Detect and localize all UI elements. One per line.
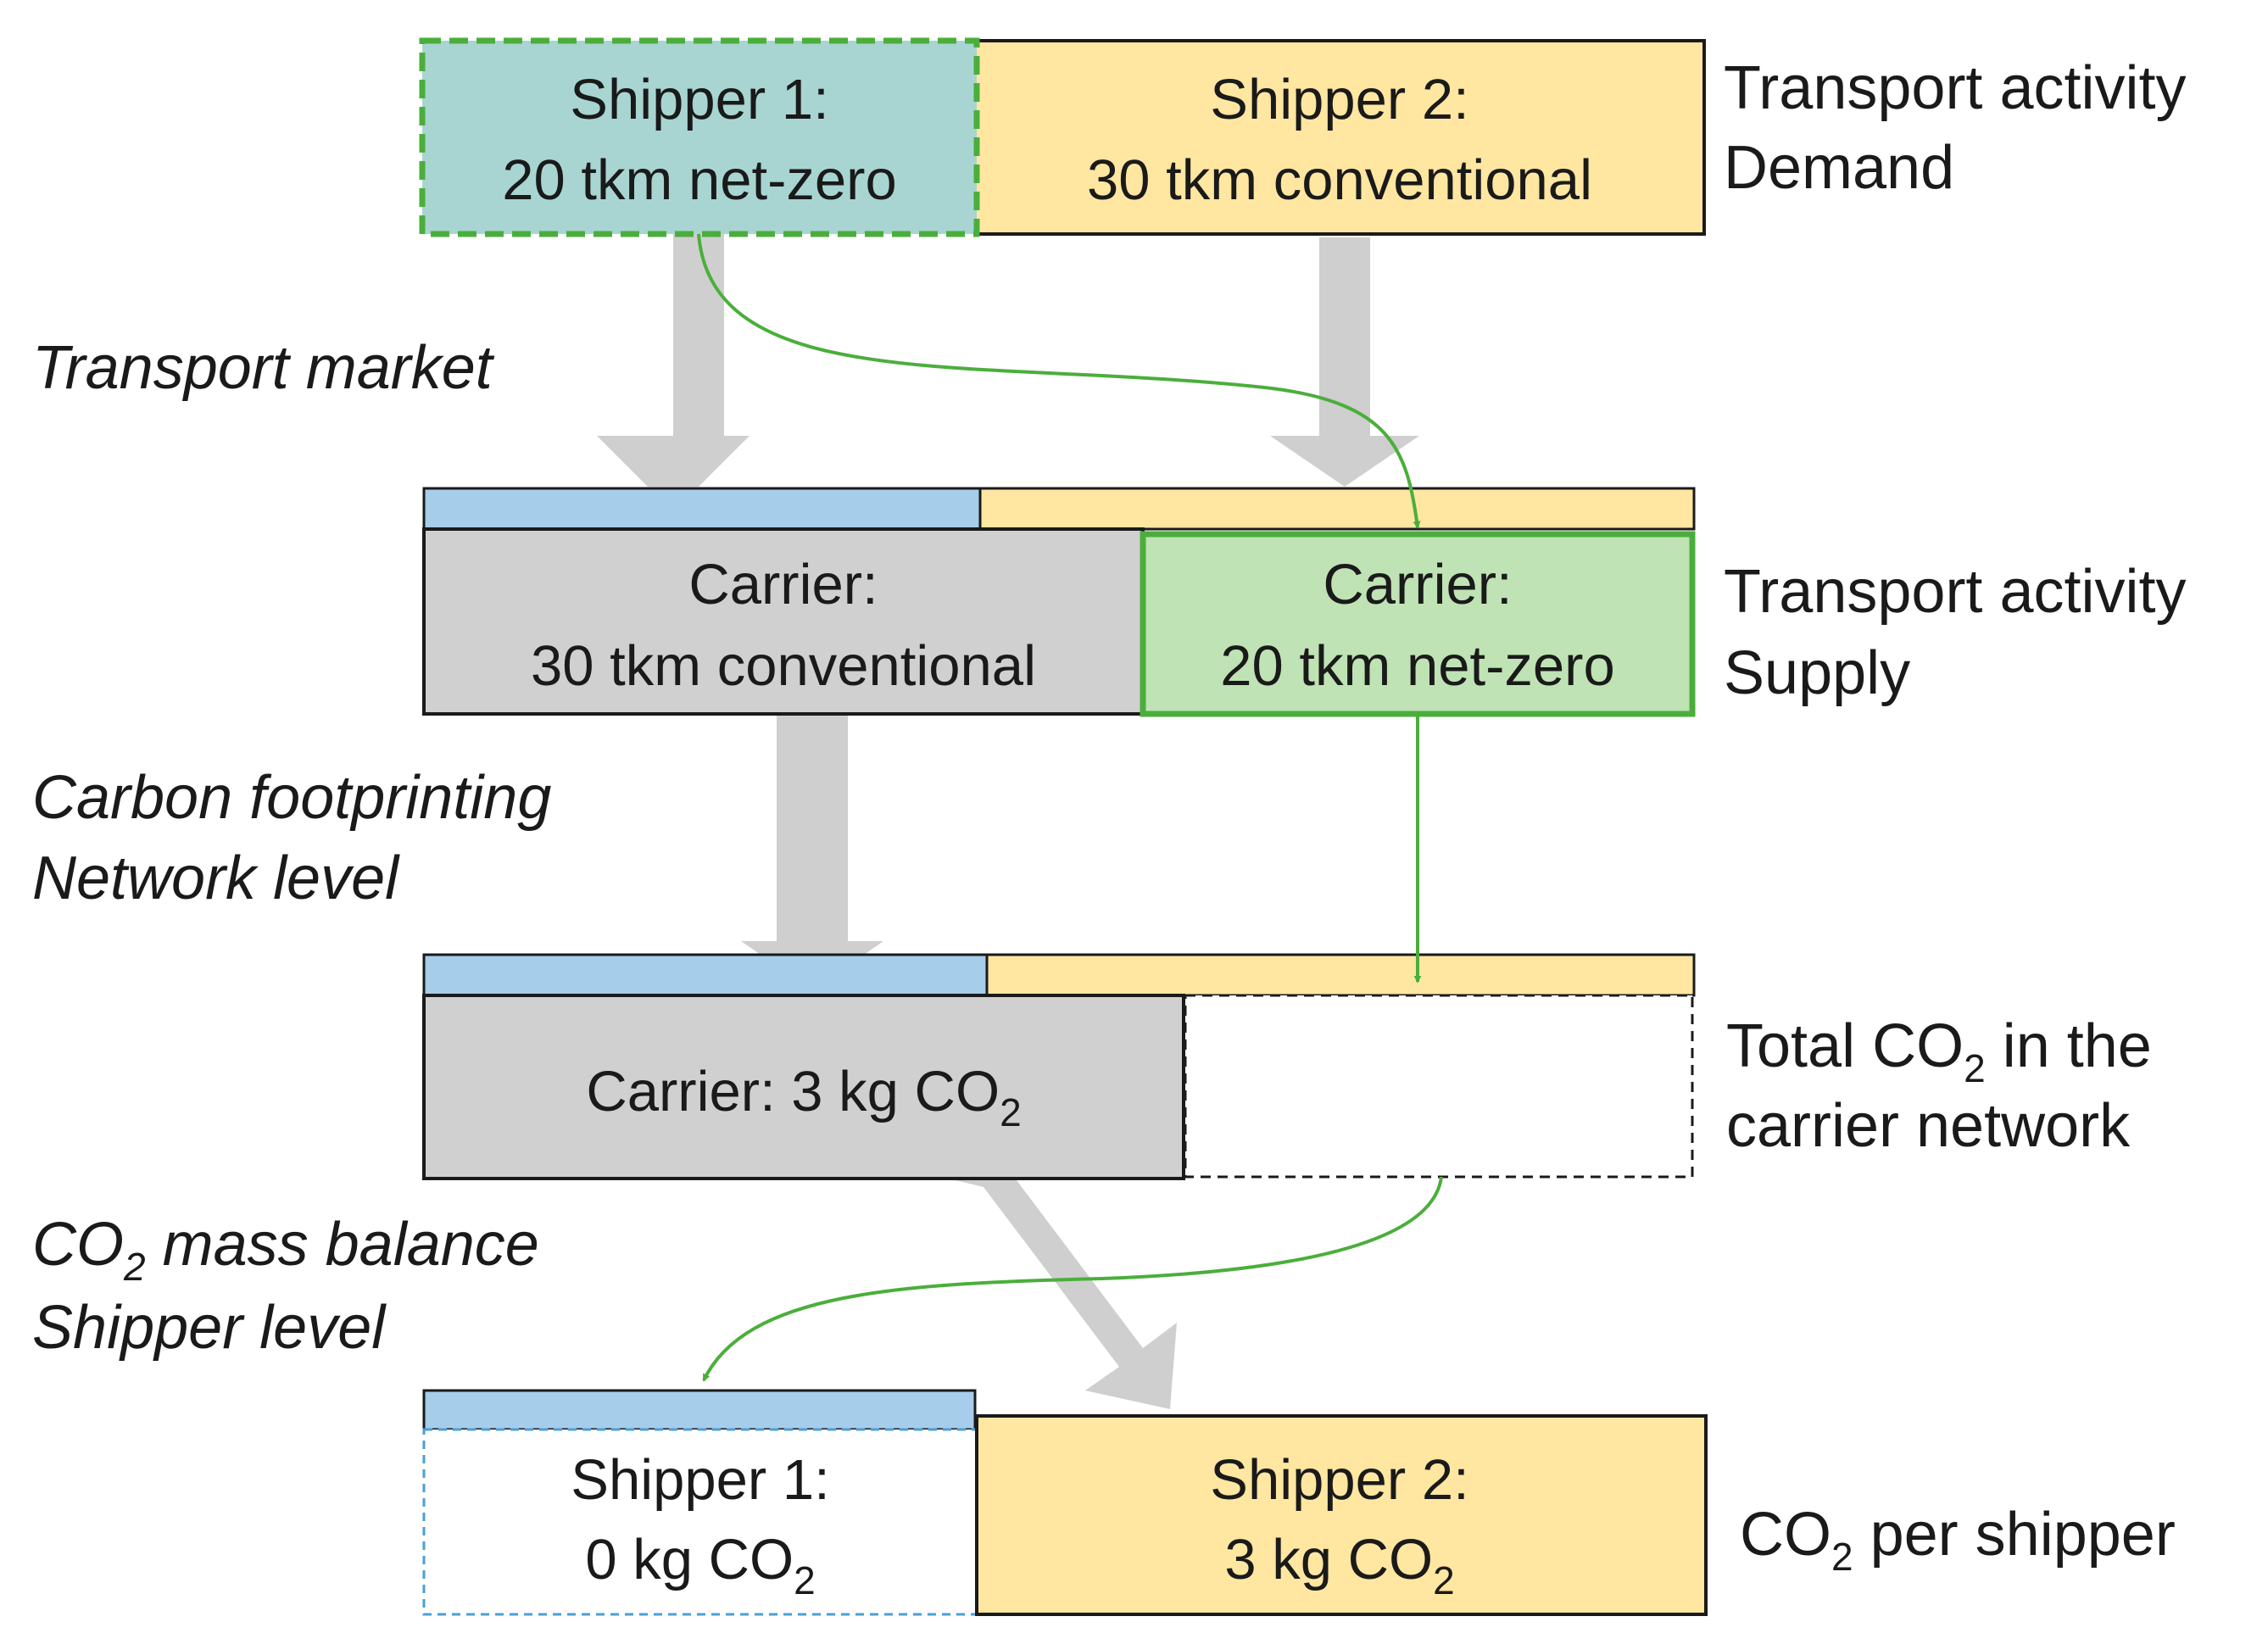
stage-label-shipper-level: Shipper level xyxy=(32,1294,387,1362)
green-flow-connectors xyxy=(697,233,1443,1382)
demand-row: Shipper 1: 20 tkm net-zero Shipper 2: 30… xyxy=(419,37,2186,237)
shipper2-allocation-title: Shipper 2: xyxy=(1210,1448,1468,1512)
green-connector-shipper1-to-netzero-supply xyxy=(697,233,1421,529)
network-label-line2: carrier network xyxy=(1726,1092,2131,1160)
network-label-line1: Total CO2 in the xyxy=(1726,1012,2152,1090)
carrier-netzero-box xyxy=(1140,531,1696,717)
demand-label-line2: Demand xyxy=(1724,134,1954,202)
supply-strip-conventional xyxy=(978,487,1696,531)
shipper1-allocation-title: Shipper 1: xyxy=(571,1448,829,1512)
shipper1-demand-box xyxy=(419,37,980,237)
supply-label-line2: Supply xyxy=(1724,639,1910,707)
flow-arrow-shipper2-to-market xyxy=(1270,237,1419,487)
shipper1-demand-value: 20 tkm net-zero xyxy=(502,148,896,212)
shipper1-allocation-box xyxy=(422,1428,978,1616)
shipper2-allocation-box xyxy=(975,1414,1708,1616)
flow-arrow-network-to-shipper2 xyxy=(941,1177,1177,1409)
allocation-label: CO2 per shipper xyxy=(1740,1501,2176,1579)
carrier-total-value: Carrier: 3 kg CO2 xyxy=(586,1060,1021,1134)
shipper2-allocation-value: 3 kg CO2 xyxy=(1224,1528,1454,1602)
supply-strip-netzero xyxy=(422,487,982,531)
stage-label-transport-market: Transport market xyxy=(32,334,495,402)
supply-row: Carrier: 30 tkm conventional Carrier: 20… xyxy=(422,487,2186,717)
green-connector-network-to-shipper1 xyxy=(702,1176,1443,1382)
supply-label-line1: Transport activity xyxy=(1724,558,2186,626)
stage-label-network-level: Network level xyxy=(32,844,400,912)
shipper1-demand-title: Shipper 1: xyxy=(570,68,828,131)
stage-label-footprinting: Carbon footprinting xyxy=(32,764,551,832)
network-netzero-empty-box xyxy=(1184,994,1694,1179)
carrier-netzero-value: 20 tkm net-zero xyxy=(1220,634,1614,698)
shipper2-demand-title: Shipper 2: xyxy=(1210,68,1468,131)
carrier-conventional-box xyxy=(422,527,1145,716)
carrier-conventional-title: Carrier: xyxy=(688,553,878,616)
network-row: Carrier: 3 kg CO2 Total CO2 in the carri… xyxy=(422,953,2152,1180)
carrier-netzero-title: Carrier: xyxy=(1323,553,1512,616)
stage-label-mass-balance: CO2 mass balance xyxy=(32,1211,539,1289)
shipper2-demand-box xyxy=(973,39,1706,236)
flow-arrow-carrier-to-network xyxy=(741,714,883,990)
carrier-conventional-value: 30 tkm conventional xyxy=(531,634,1036,698)
gray-flow-arrows xyxy=(597,227,1419,1409)
carrier-total-box xyxy=(422,994,1185,1180)
network-strip-netzero xyxy=(422,953,989,997)
network-strip-conventional xyxy=(985,953,1696,997)
flow-arrow-shipper1-to-market xyxy=(597,227,749,487)
shipper1-allocation-value: 0 kg CO2 xyxy=(585,1528,815,1602)
allocation-strip-netzero xyxy=(422,1389,977,1431)
shipper2-demand-value: 30 tkm conventional xyxy=(1087,148,1592,212)
demand-label-line1: Transport activity xyxy=(1724,54,2186,122)
allocation-row: Shipper 1: 0 kg CO2 Shipper 2: 3 kg CO2 … xyxy=(422,1389,2176,1616)
